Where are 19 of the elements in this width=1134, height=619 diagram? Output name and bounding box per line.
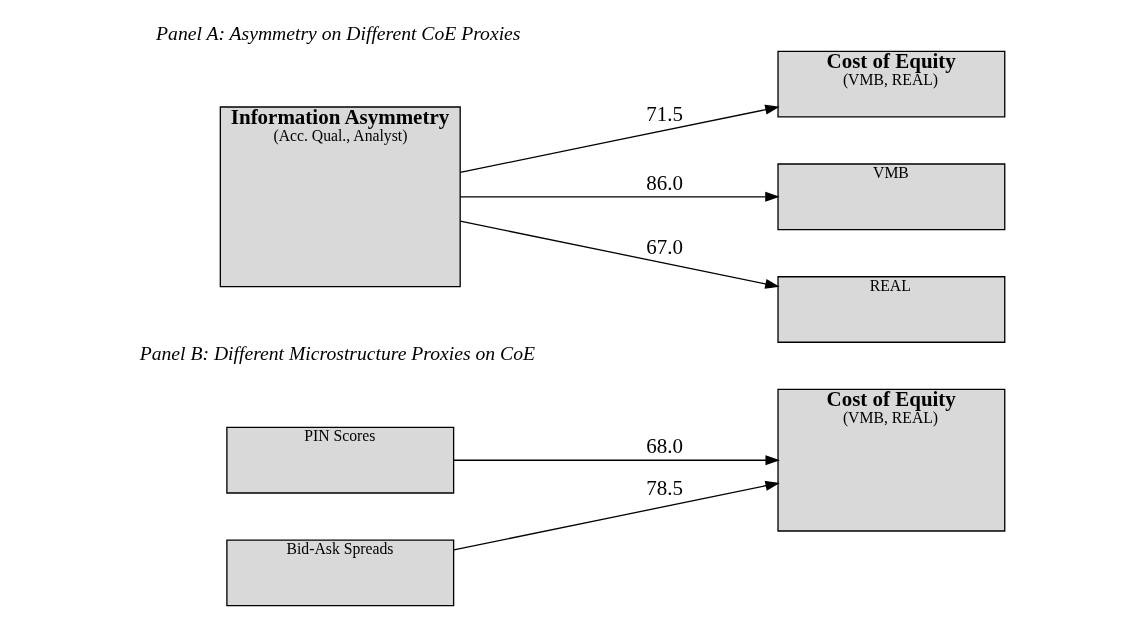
node-box: Cost of Equity (VMB, REAL)	[777, 388, 1006, 532]
edge-label: 68.0	[646, 434, 683, 459]
node-box: REAL	[777, 276, 1006, 343]
node-box: Bid-Ask Spreads	[226, 539, 455, 607]
edge-label: 78.5	[646, 476, 683, 501]
arrow	[459, 104, 780, 174]
node-box: Cost of Equity (VMB, REAL)	[777, 50, 1006, 118]
node-box: VMB	[777, 163, 1006, 231]
arrow	[453, 455, 780, 466]
arrow	[459, 220, 780, 289]
label: Panel A: Asymmetry on Different CoE Proxies	[156, 22, 521, 45]
edge-label: 86.0	[646, 170, 683, 195]
node-box: PIN Scores	[226, 426, 455, 494]
edge-label: 67.0	[646, 235, 683, 260]
arrow	[459, 191, 780, 202]
node-box: Information Asymmetry (Acc. Qual., Analyst)	[219, 106, 461, 288]
edge-label: 71.5	[646, 101, 683, 126]
label: Panel B: Different Microstructure Proxies on CoE	[139, 341, 536, 364]
arrow	[453, 480, 780, 551]
